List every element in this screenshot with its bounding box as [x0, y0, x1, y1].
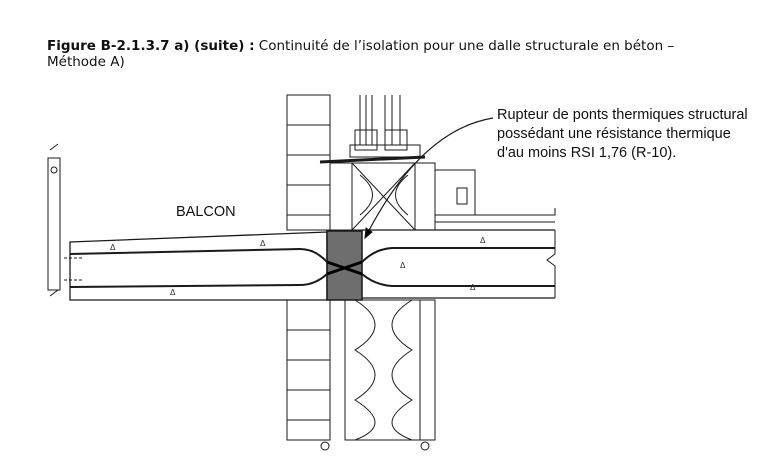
- svg-text:Δ: Δ: [470, 283, 476, 292]
- brick-wall-lower: [286, 299, 331, 441]
- annotation-line1: Rupteur de ponts thermiques structural: [497, 107, 748, 123]
- insulation-upper: [329, 162, 436, 231]
- svg-text:Δ: Δ: [110, 243, 116, 252]
- figure-label: Figure B-2.1.3.7 a) (suite) :: [47, 38, 255, 54]
- annotation-line3: d'au moins RSI 1,76 (R-10).: [497, 145, 677, 161]
- railing-post: [47, 143, 61, 297]
- interior-floor-finish: [435, 169, 556, 223]
- leader-arrow: [364, 117, 494, 239]
- insulation-lower: [320, 299, 436, 451]
- interior-slab: Δ Δ Δ: [361, 229, 556, 299]
- rebar-crossing: [326, 260, 363, 276]
- figure-caption: Figure B-2.1.3.7 a) (suite) : Continuité…: [47, 38, 747, 70]
- figure-title-line1: Continuité de l’isolation pour une dalle…: [258, 38, 675, 54]
- thermal-break: [326, 230, 363, 301]
- annotation-line2: possédant une résistance thermique: [497, 126, 731, 142]
- balcony-slab: Δ Δ Δ: [64, 231, 328, 301]
- svg-text:Δ: Δ: [480, 236, 486, 245]
- thermal-break-annotation: Rupteur de ponts thermiques structural p…: [497, 106, 748, 163]
- balcony-label: BALCON: [176, 204, 236, 220]
- svg-text:Δ: Δ: [260, 239, 266, 248]
- figure-title-line2: Méthode A): [47, 54, 125, 70]
- svg-text:Δ: Δ: [400, 261, 406, 270]
- svg-text:Δ: Δ: [170, 288, 176, 297]
- window-frame: [319, 95, 426, 164]
